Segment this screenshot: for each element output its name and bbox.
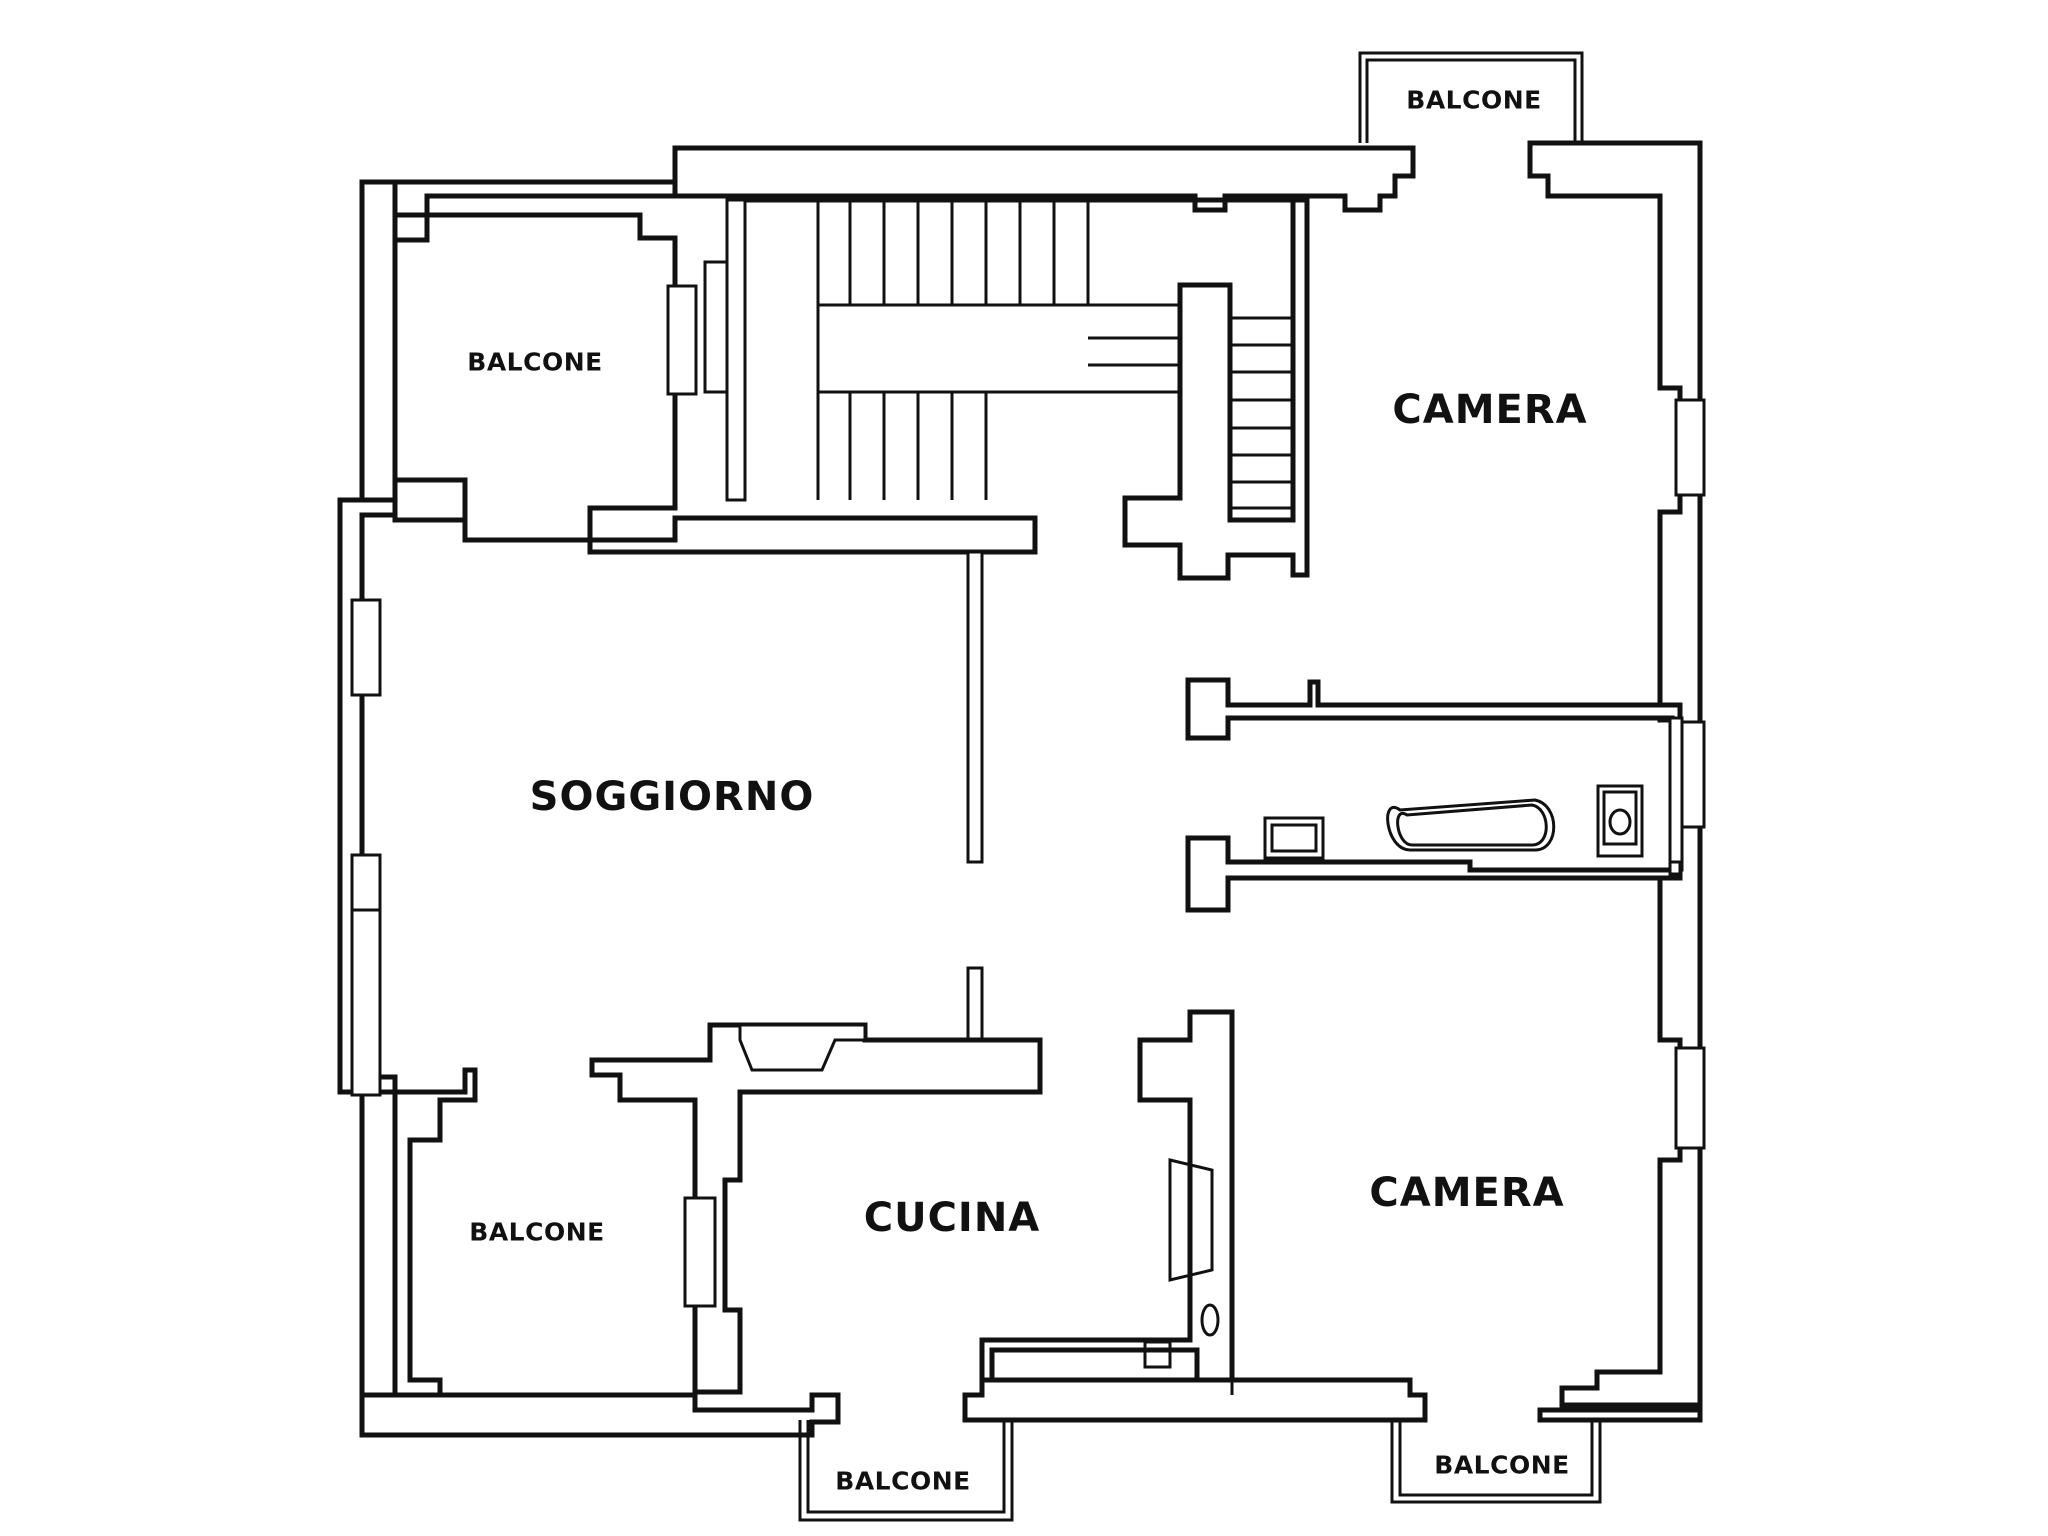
room-label-balcone-top: BALCONE [1406, 85, 1542, 115]
partitions [966, 550, 984, 1042]
room-label-balcone-bottom-right: BALCONE [1434, 1450, 1570, 1480]
stair-treads-side [1088, 303, 1293, 510]
room-label-balcone-left-top: BALCONE [467, 347, 603, 377]
room-label-cucina: CUCINA [863, 1195, 1041, 1241]
room-label-balcone-left-bottom: BALCONE [469, 1217, 605, 1247]
staircase [703, 197, 1310, 581]
bathroom [1185, 677, 1684, 913]
right-windows [1674, 398, 1706, 1150]
cucina-camera-walls [979, 1009, 1235, 1395]
stair-treads-bottom [848, 392, 988, 500]
room-label-camera-top: CAMERA [1392, 387, 1588, 433]
balcone-room-top-walls [392, 212, 1038, 555]
left-windows [350, 598, 382, 1097]
balcone-room-bottom-walls [392, 1022, 1043, 1398]
room-label-balcone-bottom-center: BALCONE [835, 1466, 971, 1496]
stair-treads-top [848, 200, 1090, 305]
balconies [798, 51, 1602, 1522]
room-label-camera-bottom: CAMERA [1369, 1170, 1565, 1216]
room-label-soggiorno: SOGGIORNO [529, 774, 815, 820]
